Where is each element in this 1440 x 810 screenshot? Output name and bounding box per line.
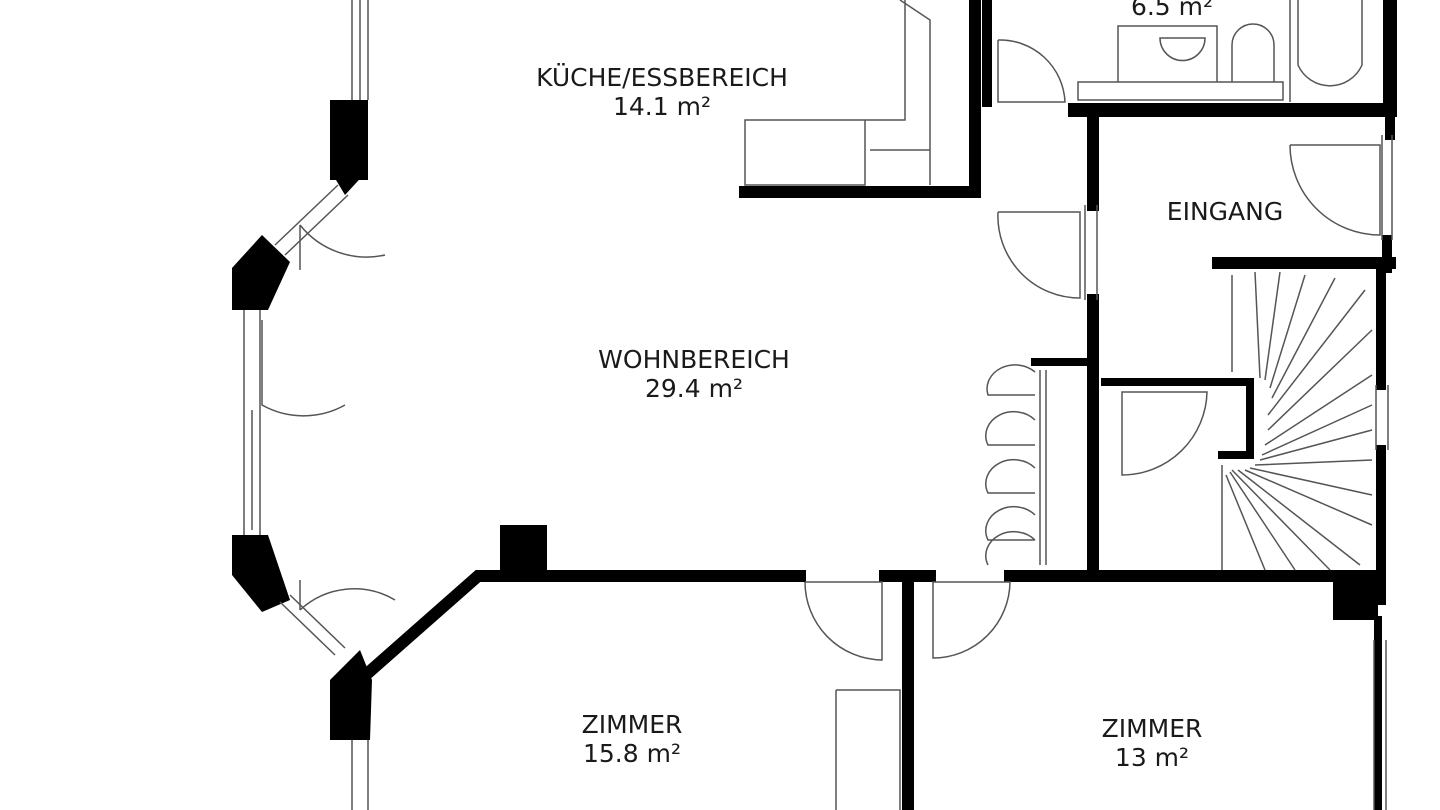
room-area: 29.4 m² — [644, 374, 743, 403]
room-label-living: WOHNBEREICH 29.4 m² — [598, 345, 790, 403]
room-label-entrance: EINGANG — [1167, 197, 1283, 226]
room-name: EINGANG — [1166, 197, 1284, 226]
room-name: WOHNBEREICH — [598, 345, 790, 374]
room-area: 15.8 m² — [583, 739, 681, 768]
windows — [243, 0, 1393, 810]
fixtures — [744, 0, 1363, 810]
room-name: ZIMMER — [581, 710, 683, 739]
room-label-room-2: ZIMMER 13 m² — [1102, 714, 1203, 772]
room-label-bathroom: 6.5 m² — [1131, 0, 1213, 21]
room-label-room-1: ZIMMER 15.8 m² — [582, 710, 683, 768]
room-label-kitchen: KÜCHE/ESSBEREICH 14.1 m² — [536, 63, 788, 121]
walls — [232, 0, 1397, 810]
doors — [261, 39, 1381, 661]
room-area: 6.5 m² — [1130, 0, 1214, 21]
staircase — [1221, 271, 1373, 571]
room-area: 13 m² — [1114, 743, 1190, 772]
room-area: 14.1 m² — [613, 92, 711, 121]
room-name: ZIMMER — [1101, 714, 1203, 743]
room-name: KÜCHE/ESSBEREICH — [536, 63, 788, 92]
